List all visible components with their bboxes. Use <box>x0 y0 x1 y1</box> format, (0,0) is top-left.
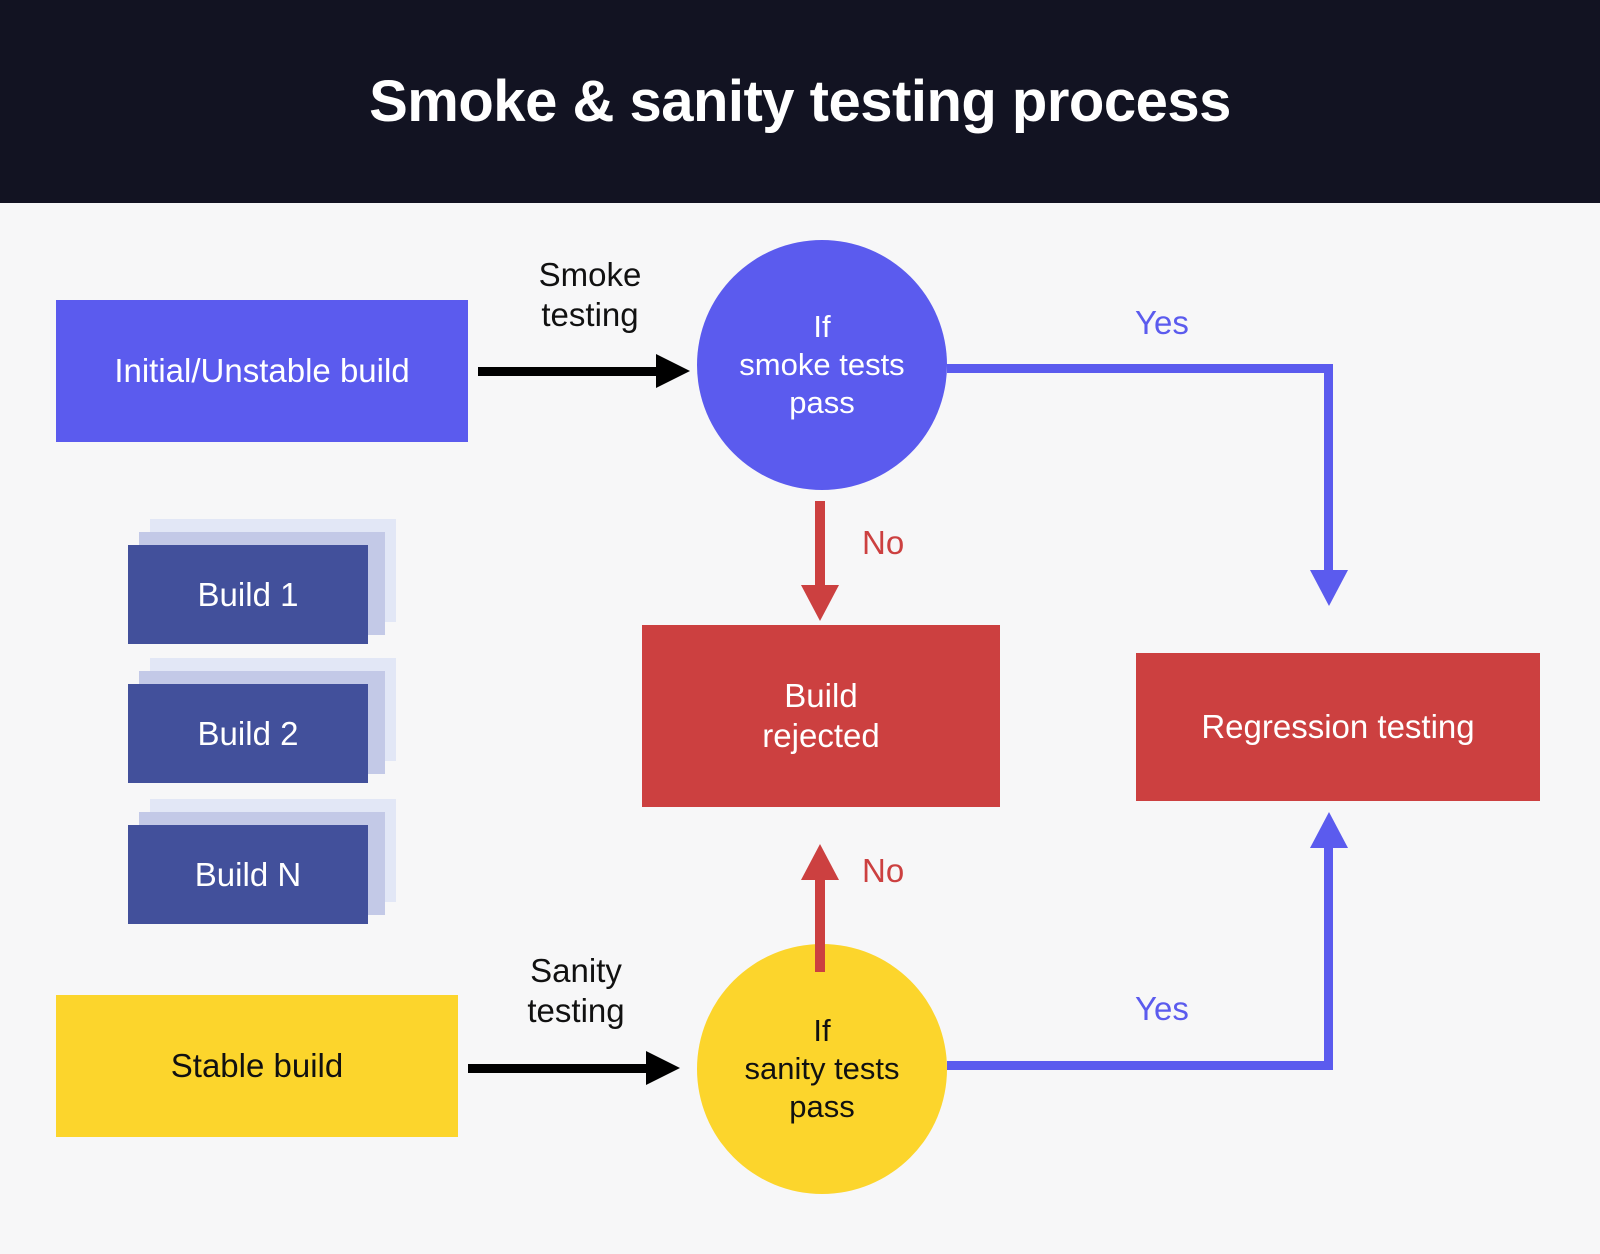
edge-label-smoke-no: No <box>862 524 905 561</box>
arrow-head-icon <box>646 1051 680 1085</box>
node-regression-testing-label: Regression testing <box>1201 707 1475 745</box>
build-stack-card[interactable]: Build N <box>128 799 396 924</box>
arrow-shaft-horizontal <box>947 364 1333 373</box>
arrow-head-icon <box>801 585 839 621</box>
header-bar: Smoke & sanity testing process <box>0 0 1600 203</box>
edge-label-sanity-testing: Sanity testing <box>527 952 625 1030</box>
build-stack-label: Build 2 <box>197 714 299 752</box>
node-if-sanity-tests-pass-label: If sanity tests pass <box>744 1013 900 1124</box>
arrow-shaft <box>478 367 660 376</box>
arrow-shaft-vertical <box>1324 364 1333 582</box>
arrow-shaft <box>815 878 825 972</box>
node-stable-build-label: Stable build <box>170 1046 344 1084</box>
arrow-head-icon <box>1310 570 1348 606</box>
arrow-shaft-horizontal <box>947 1061 1333 1070</box>
arrow-shaft-vertical <box>1324 848 1333 1070</box>
edge-label-smoke-yes: Yes <box>1135 304 1189 341</box>
arrow-head-icon <box>656 354 690 388</box>
node-initial-unstable-build[interactable]: Initial/Unstable build <box>56 300 468 442</box>
node-if-smoke-tests-pass[interactable]: If smoke tests pass <box>697 240 947 490</box>
edge-label-sanity-yes: Yes <box>1135 990 1189 1027</box>
edge-label-smoke-testing: Smoke testing <box>538 256 642 334</box>
card-front-layer: Build N <box>128 825 368 924</box>
edge-label-sanity-no: No <box>862 852 905 889</box>
arrow-head-icon <box>801 844 839 880</box>
build-stack-card[interactable]: Build 2 <box>128 658 396 783</box>
node-if-smoke-tests-pass-label: If smoke tests pass <box>739 309 905 420</box>
node-if-sanity-tests-pass[interactable]: If sanity tests pass <box>697 944 947 1194</box>
page-title: Smoke & sanity testing process <box>369 68 1231 134</box>
arrow-shaft <box>468 1064 650 1073</box>
node-build-rejected[interactable]: Build rejected <box>642 625 1000 807</box>
arrow-head-icon <box>1310 812 1348 848</box>
card-front-layer: Build 2 <box>128 684 368 783</box>
node-initial-unstable-build-label: Initial/Unstable build <box>114 351 410 389</box>
flowchart-canvas: Initial/Unstable build If smoke tests pa… <box>0 203 1600 1254</box>
build-stack-label: Build N <box>194 855 302 893</box>
node-stable-build[interactable]: Stable build <box>56 995 458 1137</box>
arrow-shaft <box>815 501 825 593</box>
build-stack-card[interactable]: Build 1 <box>128 519 396 644</box>
card-front-layer: Build 1 <box>128 545 368 644</box>
node-build-rejected-label: Build rejected <box>762 676 880 754</box>
node-regression-testing[interactable]: Regression testing <box>1136 653 1540 801</box>
build-stack-label: Build 1 <box>197 575 299 613</box>
